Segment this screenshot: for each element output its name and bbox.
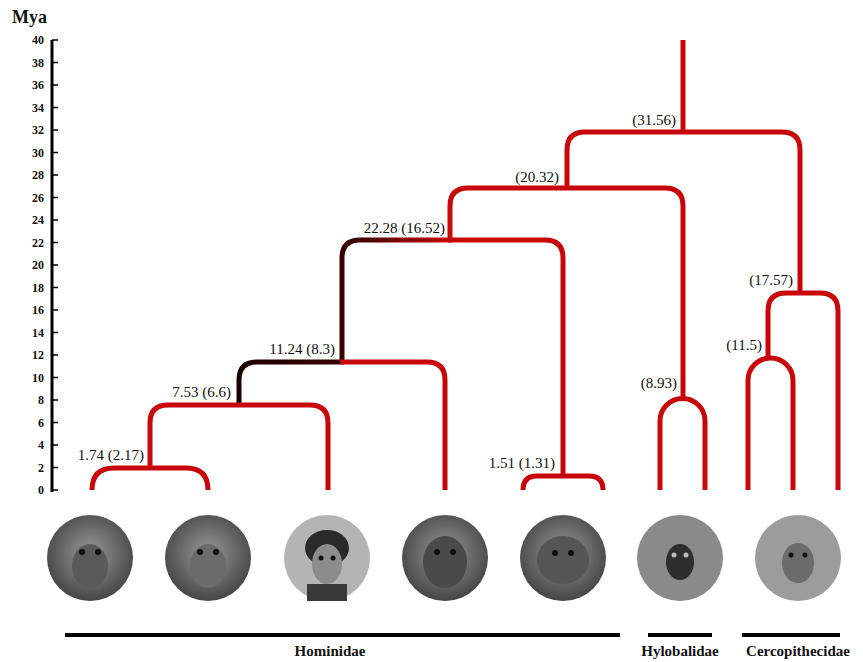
species-portraits [47,515,841,601]
axis-tick [52,444,58,446]
time-axis [52,40,58,492]
divergence-date: 11.24 (8.3) [268,342,336,357]
portrait [402,515,488,601]
axis-tick-label: 26 [32,192,44,204]
axis-tick-label: 0 [38,484,44,496]
axis-tick-label: 22 [32,237,44,249]
divergence-date: (8.93) [640,376,678,391]
axis-tick-label: 14 [32,327,44,339]
divergence-date: (11.5) [725,338,763,353]
axis-tick-label: 4 [38,439,44,451]
group-bar [742,633,840,637]
axis-tick [52,422,58,424]
axis-tick-label: 32 [32,124,44,136]
axis-tick-label: 20 [32,259,44,271]
group-bar [648,633,712,637]
axis-tick [52,332,58,334]
branch [748,358,793,490]
axis-tick-label: 40 [32,34,44,46]
axis-ticks [52,40,58,490]
branch [92,468,208,490]
axis-tick [52,287,58,289]
axis-tick-label: 28 [32,169,44,181]
axis-tick-label: 10 [32,372,44,384]
branch [239,362,344,405]
axis-tick [52,242,58,244]
family-name: Hylobalidae [641,644,719,659]
family-name: Cercopithecidae [746,644,850,659]
divergence-date: (31.56) [631,113,677,128]
divergence-date: 22.28 (16.52) [363,221,446,236]
axis-tick-label: 34 [32,102,44,114]
axis-tick-label: 38 [32,57,44,69]
axis-tick [52,489,58,491]
root-branch [681,40,686,132]
portrait [165,515,251,601]
axis-tick-label: 6 [38,417,44,429]
axis-tick-label: 12 [32,349,44,361]
axis-tick [52,399,58,401]
axis-tick-label: 36 [32,79,44,91]
branch [523,476,603,490]
axis-tick [52,467,58,469]
portrait [755,515,841,601]
divergence-date: 1.51 (1.31) [488,456,556,471]
axis-tick-label: 8 [38,394,44,406]
axis-tick-label: 16 [32,304,44,316]
branch [342,240,452,362]
portrait [520,515,606,601]
axis-tick [52,197,58,199]
axis-tick-label: 30 [32,147,44,159]
divergence-date: (17.57) [748,273,794,288]
branch [450,188,683,398]
group-bars [65,633,840,637]
divergence-date: 1.74 (2.17) [77,448,145,463]
axis-tick [52,84,58,86]
axis-tick [52,264,58,266]
divergence-date: 7.53 (6.6) [171,385,232,400]
family-name: Hominidae [295,644,366,659]
axis-tick [52,152,58,154]
axis-tick-label: 2 [38,462,44,474]
branch [660,399,705,491]
branch [340,362,445,490]
axis-tick [52,39,58,41]
portrait [284,515,370,601]
axis-unit: Mya [12,8,47,26]
portrait [637,515,723,601]
axis-tick [52,174,58,176]
axis-tick [52,377,58,379]
portrait [47,515,133,601]
axis-tick [52,219,58,221]
axis-tick [52,107,58,109]
axis-tick [52,354,58,356]
axis-tick [52,309,58,311]
axis-tick [52,129,58,131]
divergence-date: (20.32) [514,170,560,185]
axis-tick-label: 18 [32,282,44,294]
axis-tick-label: 24 [32,214,44,226]
tree-branches [92,40,838,490]
branch [150,405,328,490]
branch [448,240,563,476]
axis-tick [52,62,58,64]
branch [768,293,838,490]
group-bar [65,633,620,637]
